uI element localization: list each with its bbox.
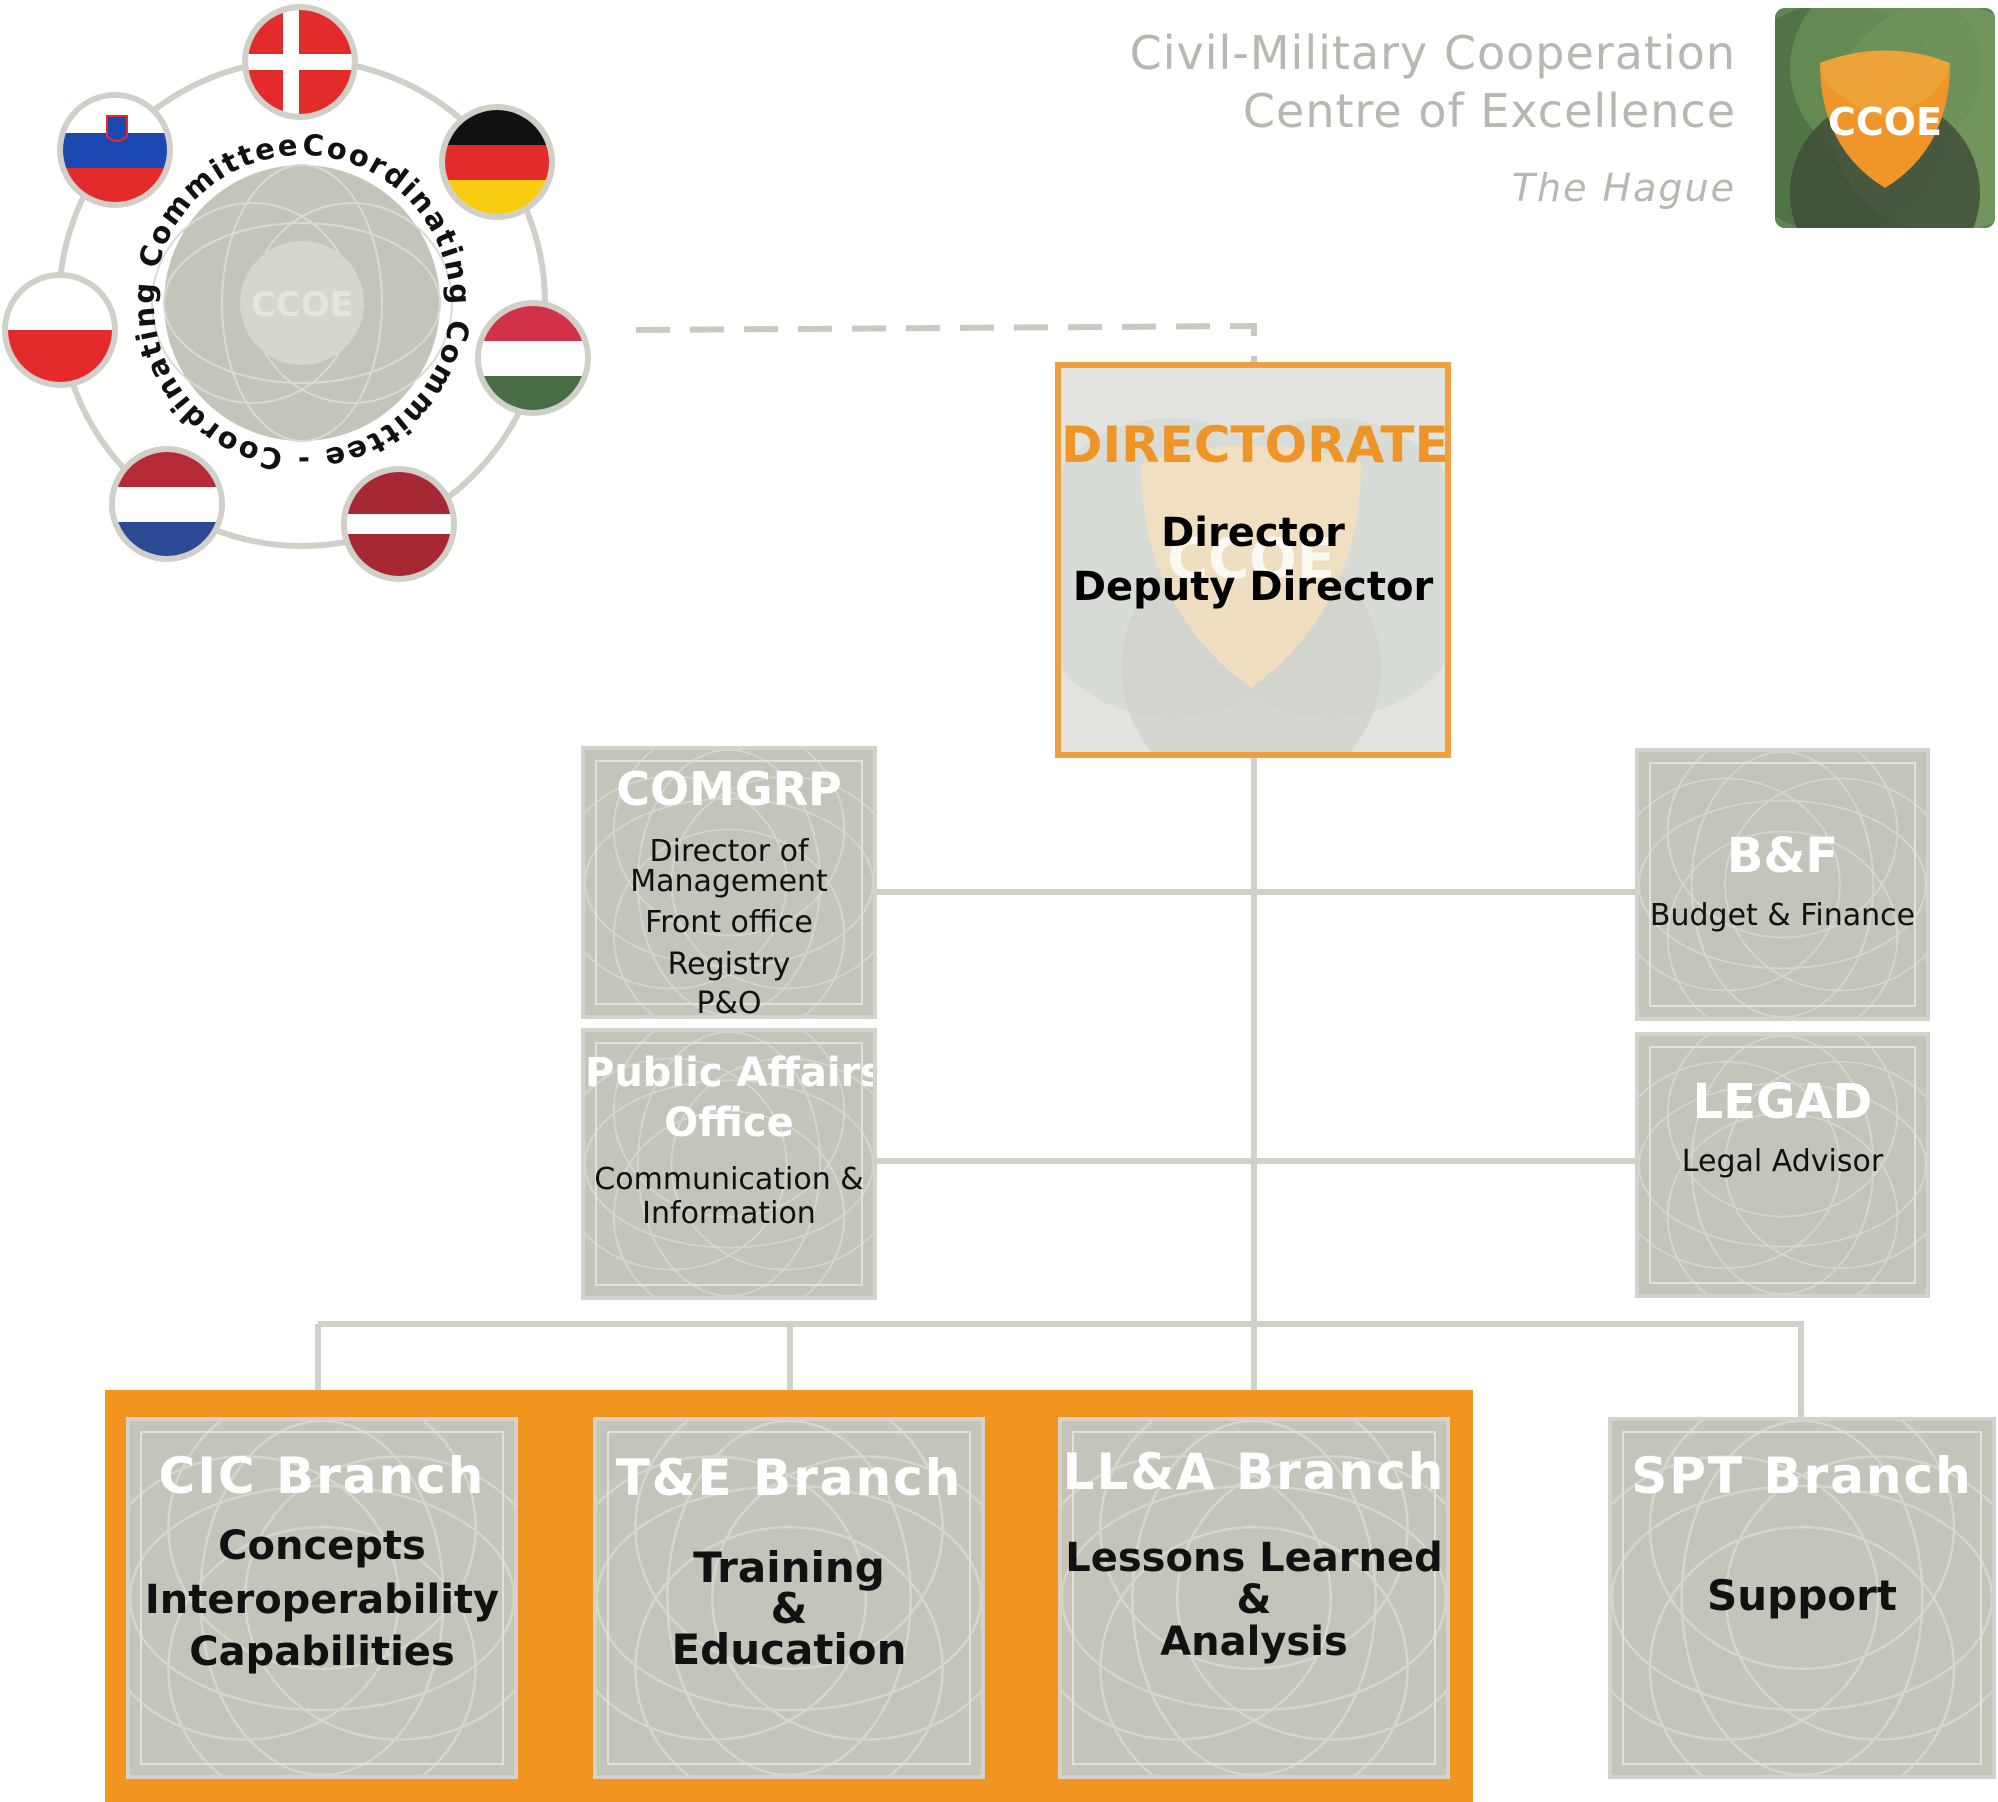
directorate-title: DIRECTORATE bbox=[1061, 416, 1449, 474]
header-title-line1: Civil-Military Cooperation bbox=[1129, 26, 1736, 80]
pao-line: Information bbox=[642, 1196, 816, 1231]
latvia-flag-icon bbox=[341, 466, 457, 582]
ccoe-logo: CCOE bbox=[1775, 8, 1995, 228]
logo-text: CCOE bbox=[1827, 100, 1943, 144]
pao-line: Communication & bbox=[594, 1162, 864, 1197]
lla-line: & bbox=[1236, 1577, 1272, 1623]
box-inner-border bbox=[1072, 1431, 1436, 1765]
cic-branch-title: CIC Branch bbox=[158, 1447, 486, 1505]
comgrp-line: P&O bbox=[696, 986, 762, 1019]
spt-line: Support bbox=[1707, 1571, 1897, 1620]
spt-branch-title: SPT Branch bbox=[1631, 1447, 1973, 1505]
te-line: & bbox=[770, 1584, 808, 1633]
bf-title: B&F bbox=[1726, 828, 1839, 884]
lla-branch-title: LL&A Branch bbox=[1062, 1443, 1446, 1501]
director-label: Director bbox=[1161, 510, 1345, 556]
deputy-director-label: Deputy Director bbox=[1072, 564, 1434, 610]
box-inner-border bbox=[1649, 1046, 1916, 1284]
lla-line: Lessons Learned bbox=[1065, 1535, 1443, 1581]
cic-branch-box[interactable]: CIC Branch Concepts Interoperability Cap… bbox=[126, 1417, 518, 1779]
poland-flag-icon bbox=[2, 272, 118, 388]
comgrp-line: Management bbox=[630, 864, 828, 899]
comgrp-box[interactable]: COMGRP Director of Management Front offi… bbox=[581, 746, 877, 1019]
committee-center-text: CCOE bbox=[251, 285, 353, 325]
cic-line: Capabilities bbox=[189, 1629, 455, 1675]
te-branch-box[interactable]: T&E Branch Training & Education bbox=[593, 1417, 985, 1779]
box-inner-border bbox=[595, 760, 863, 1005]
legal-advisor-box[interactable]: LEGAD Legal Advisor bbox=[1635, 1032, 1930, 1298]
public-affairs-office-box[interactable]: Public Affairs Office Communication & In… bbox=[581, 1028, 877, 1300]
comgrp-title: COMGRP bbox=[616, 762, 842, 816]
box-inner-border bbox=[595, 1042, 863, 1286]
directorate-watermark: CCOE bbox=[1061, 418, 1445, 752]
coordinating-committee-diagram: Coordinating Committee - Coordinating Co… bbox=[0, 0, 548, 549]
box-inner-border bbox=[607, 1431, 971, 1765]
hungary-flag-icon bbox=[475, 300, 591, 416]
directorate-watermark-text: CCOE bbox=[1167, 527, 1335, 592]
germany-flag-icon bbox=[439, 104, 555, 220]
te-branch-title: T&E Branch bbox=[615, 1449, 963, 1507]
netherlands-flag-icon bbox=[109, 446, 225, 562]
logo-graphic bbox=[1775, 8, 1995, 228]
denmark-flag-icon bbox=[242, 4, 358, 120]
directorate-box[interactable]: CCOE DIRECTORATE Director Deputy Directo… bbox=[1055, 362, 1451, 758]
lla-branch-box[interactable]: LL&A Branch Lessons Learned & Analysis bbox=[1058, 1417, 1450, 1779]
header-location: The Hague bbox=[1511, 166, 1736, 210]
legad-title: LEGAD bbox=[1692, 1074, 1873, 1130]
header-title-line2: Centre of Excellence bbox=[1242, 84, 1736, 138]
spt-branch-box[interactable]: SPT Branch Support bbox=[1608, 1417, 1996, 1779]
legad-line: Legal Advisor bbox=[1681, 1144, 1884, 1179]
comgrp-line: Registry bbox=[667, 947, 791, 982]
budget-finance-box[interactable]: B&F Budget & Finance bbox=[1635, 748, 1930, 1021]
box-inner-border bbox=[140, 1431, 504, 1765]
slovenia-flag-icon bbox=[57, 92, 173, 208]
pao-title-line2: Office bbox=[664, 1100, 794, 1146]
cic-line: Concepts bbox=[218, 1523, 426, 1569]
bf-line: Budget & Finance bbox=[1649, 898, 1916, 933]
pao-title-line1: Public Affairs bbox=[585, 1050, 877, 1096]
lla-line: Analysis bbox=[1160, 1619, 1348, 1665]
cic-line: Interoperability bbox=[144, 1577, 500, 1623]
comgrp-line: Director of bbox=[649, 834, 809, 869]
comgrp-line: Front office bbox=[645, 905, 813, 940]
box-inner-border bbox=[1649, 762, 1916, 1007]
te-line: Training bbox=[693, 1543, 885, 1592]
te-line: Education bbox=[671, 1625, 907, 1674]
box-inner-border bbox=[1622, 1431, 1982, 1765]
